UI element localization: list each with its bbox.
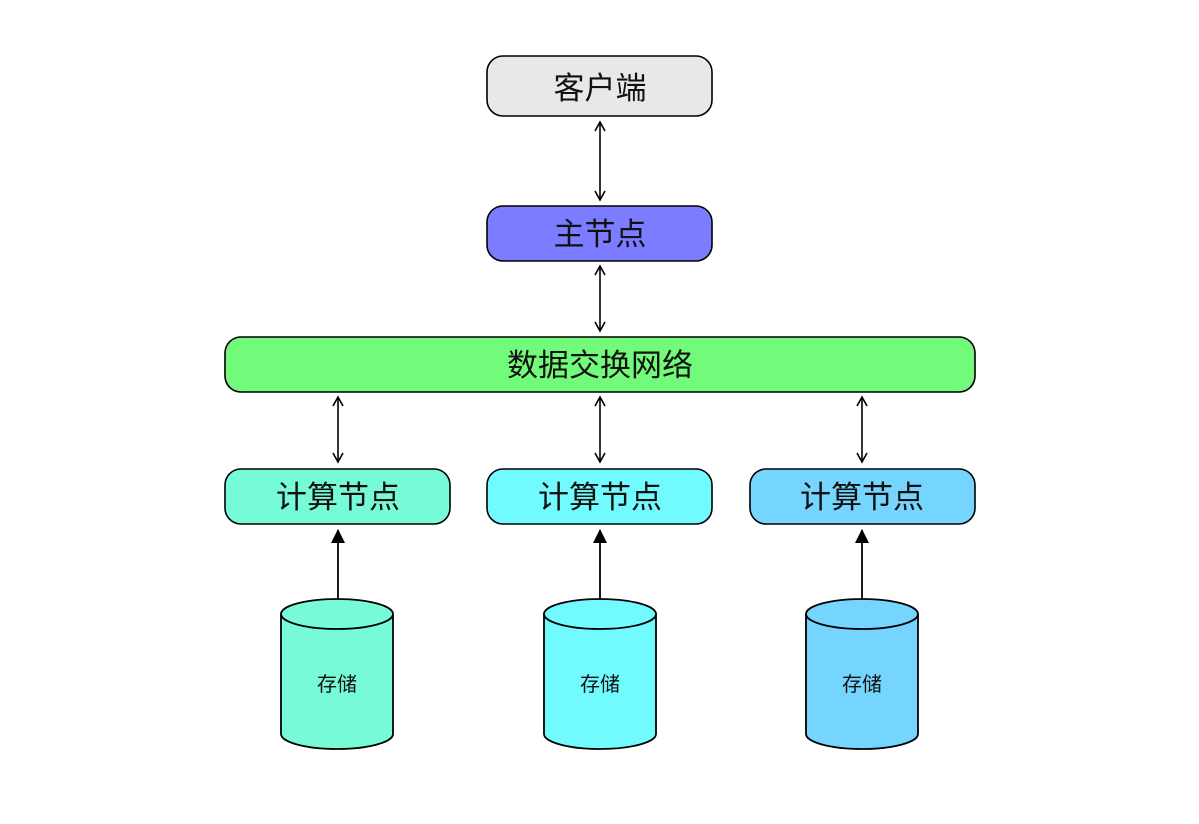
client-box (486, 55, 713, 117)
client-node: 客户端 (486, 55, 713, 117)
storage-label-2: 存储 (580, 672, 620, 696)
compute-node-1: 计算节点 (224, 468, 451, 525)
network-label: 数据交换网络 (507, 348, 693, 384)
storage-cylinder-3: 存储 (805, 598, 919, 750)
compute-label-3: 计算节点 (800, 480, 924, 516)
storage-top-2 (543, 598, 657, 630)
network-bar: 数据交换网络 (224, 336, 976, 393)
storage-cylinder-1: 存储 (280, 598, 394, 750)
master-label: 主节点 (554, 217, 647, 253)
storage-label-3: 存储 (842, 672, 882, 696)
compute-box-3 (749, 468, 976, 525)
master-node: 主节点 (486, 205, 713, 262)
compute-box-1 (224, 468, 451, 525)
storage-body-3 (805, 614, 919, 750)
compute-node-2: 计算节点 (486, 468, 713, 525)
compute-box-2 (486, 468, 713, 525)
storage-top-3 (805, 598, 919, 630)
compute-node-3: 计算节点 (749, 468, 976, 525)
master-box (486, 205, 713, 262)
storage-top-1 (280, 598, 394, 630)
storage-body-2 (543, 614, 657, 750)
compute-label-2: 计算节点 (538, 480, 662, 516)
storage-label-1: 存储 (317, 672, 357, 696)
storage-cylinder-2: 存储 (543, 598, 657, 750)
storage-body-1 (280, 614, 394, 750)
network-box (224, 336, 976, 393)
compute-label-1: 计算节点 (276, 480, 400, 516)
client-label: 客户端 (554, 71, 647, 107)
